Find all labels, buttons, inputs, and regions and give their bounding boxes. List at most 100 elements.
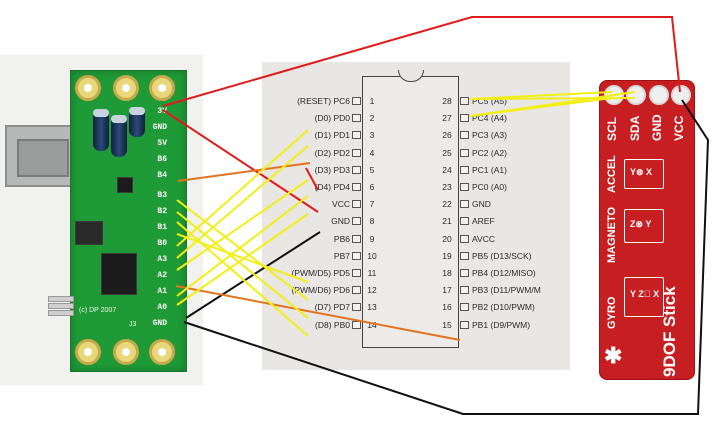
pinout-left-number: 4 bbox=[369, 147, 375, 158]
pinout-right-number: 24 bbox=[442, 164, 452, 175]
ic-pin-left bbox=[352, 320, 361, 329]
stick-pin-label: SCL bbox=[605, 117, 619, 141]
pinout-right-number: 28 bbox=[442, 96, 452, 106]
pinout-right-label: AREF bbox=[472, 216, 495, 227]
board-pin-label: B2 bbox=[157, 207, 167, 216]
mounting-hole bbox=[149, 339, 175, 365]
board-pin-label: 5V bbox=[157, 139, 167, 148]
ic-pin-right bbox=[460, 320, 469, 329]
pinout-right-number: 19 bbox=[442, 250, 452, 261]
board-pin-label: B1 bbox=[157, 223, 167, 232]
pinout-right-number: 26 bbox=[442, 130, 452, 141]
accel-label: ACCEL bbox=[606, 155, 618, 193]
axis-icon: Y⊗ X bbox=[630, 167, 653, 177]
pinout-left-label: (PWM/D5) PD5 bbox=[291, 268, 350, 278]
pinout-left-label: (D8) PB0 bbox=[315, 319, 350, 330]
pinout-left-number: 13 bbox=[367, 302, 377, 313]
stick-pad-vcc bbox=[671, 85, 691, 105]
pinout-right-label: PC4 (A4) bbox=[472, 113, 507, 124]
pinout-right-label: PB2 (D10/PWM) bbox=[472, 302, 535, 313]
pinout-left-number: 11 bbox=[367, 268, 377, 278]
pinout-left-label: (D0) PD0 bbox=[314, 113, 350, 124]
stick-pin-label: GND bbox=[650, 114, 664, 141]
pinout-left-label: VCC bbox=[332, 199, 350, 210]
mounting-hole bbox=[149, 75, 175, 101]
capacitor bbox=[93, 109, 109, 151]
ic-pin-right bbox=[460, 234, 469, 243]
usb-controller-chip bbox=[101, 253, 137, 295]
pinout-right-label: PB5 (D13/SCK) bbox=[472, 250, 532, 261]
pinout-right-label: GND bbox=[472, 199, 491, 210]
ic-pin-left bbox=[352, 251, 361, 260]
ic-pin-left bbox=[352, 234, 361, 243]
stick-pin-label: VCC bbox=[672, 115, 686, 141]
pinout-right-label: PB3 (D11/PWM/M bbox=[472, 285, 541, 296]
ic-chip bbox=[75, 221, 103, 245]
pinout-left-label: PB7 bbox=[333, 250, 350, 261]
pinout-left-number: 14 bbox=[367, 319, 377, 330]
pinout-left-label: (RESET) PC6 bbox=[297, 96, 350, 106]
pinout-right-label: PC1 (A1) bbox=[472, 164, 507, 175]
pinout-left-label: (D3) PD3 bbox=[314, 164, 350, 175]
axis-icon: Z⊗ Y bbox=[630, 219, 652, 229]
pinout-left-label: (PWM/D6) PD6 bbox=[291, 285, 350, 296]
gyro-label: GYRO bbox=[606, 296, 618, 329]
pinout-left-label: (D1) PD1 bbox=[314, 130, 350, 141]
ic-pin-right bbox=[460, 165, 469, 174]
pinout-right-number: 15 bbox=[442, 319, 452, 330]
capacitor bbox=[129, 107, 145, 137]
pinout-right-label: PB1 (D9/PWM) bbox=[472, 319, 531, 330]
board-pin-label: A0 bbox=[157, 303, 167, 312]
pinout-left-label: (D4) PD4 bbox=[314, 182, 350, 192]
pinout-right-number: 22 bbox=[442, 199, 452, 210]
header-pin bbox=[48, 296, 74, 302]
gear-logo-icon: ✱ bbox=[604, 343, 623, 368]
ic-pin-left bbox=[352, 165, 361, 174]
board-pin-label: B6 bbox=[157, 155, 167, 164]
pinout-left-number: 7 bbox=[369, 199, 375, 210]
pinout-left-number: 8 bbox=[369, 216, 375, 227]
pinout-left-number: 6 bbox=[369, 182, 375, 192]
pinout-right-label: PC0 (A0) bbox=[472, 182, 507, 192]
ic-pin-left bbox=[352, 269, 361, 277]
board-pin-label: B4 bbox=[157, 171, 167, 180]
crystal bbox=[117, 177, 133, 193]
ic-pin-left bbox=[352, 183, 361, 191]
pinout-left-label: GND bbox=[331, 216, 350, 227]
pinout-right-label: AVCC bbox=[472, 233, 495, 244]
magneto-label: MAGNETO bbox=[606, 206, 618, 263]
header-pin bbox=[48, 310, 74, 316]
board-pin-label: A1 bbox=[157, 287, 167, 296]
pinout-left-number: 1 bbox=[369, 96, 375, 106]
pinout-right-number: 25 bbox=[442, 147, 452, 158]
ic-pin-right bbox=[460, 114, 469, 123]
sensor-stick-board: SCL SDA GND VCC ACCEL MAGNETO GYRO 9DOF … bbox=[599, 80, 695, 380]
ic-pin-right bbox=[460, 269, 469, 277]
pinout-right-number: 27 bbox=[442, 113, 452, 124]
ic-pin-left bbox=[352, 200, 361, 209]
header-pin bbox=[48, 303, 74, 309]
pinout-left-number: 3 bbox=[369, 130, 375, 141]
axis-icon: Y Z⃝ X bbox=[630, 289, 660, 299]
mounting-hole bbox=[75, 339, 101, 365]
pinout-right-label: PC2 (A2) bbox=[472, 147, 507, 158]
pinout-right-label: PB4 (D12/MISO) bbox=[472, 268, 536, 278]
ic-pin-right bbox=[460, 148, 469, 157]
pinout-left-number: 12 bbox=[367, 285, 377, 296]
mounting-hole bbox=[75, 75, 101, 101]
board-pin-label: 3V bbox=[157, 107, 167, 116]
mounting-hole bbox=[113, 75, 139, 101]
usb-io-board: 3V GND 5V B6 B4 B3 B2 B1 B0 A3 A2 A1 A0 … bbox=[70, 70, 187, 372]
pinout-left-number: 10 bbox=[367, 250, 377, 261]
board-j3-label: J3 bbox=[129, 321, 137, 328]
mounting-hole bbox=[113, 339, 139, 365]
board-pin-label: A3 bbox=[157, 255, 167, 264]
pinout-right-label: PC5 (A5) bbox=[472, 96, 507, 106]
ic-pin-right bbox=[460, 303, 469, 312]
ic-pin-left bbox=[352, 217, 361, 226]
board-copyright: (c) DP 2007 bbox=[79, 307, 117, 314]
pinout-left-label: (D7) PD7 bbox=[314, 302, 350, 313]
ic-pin-right bbox=[460, 131, 469, 140]
board-pin-label: GND bbox=[152, 319, 167, 328]
pinout-right-number: 16 bbox=[442, 302, 452, 313]
